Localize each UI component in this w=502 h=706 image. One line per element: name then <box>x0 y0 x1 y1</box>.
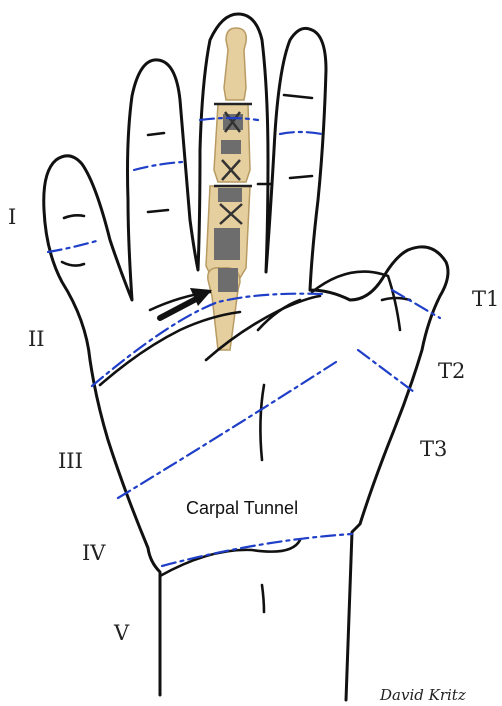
distal-phalanx <box>224 28 246 100</box>
zone-label-thumb-t2: T2 <box>438 359 465 383</box>
zone-label-digit-iii: III <box>58 449 83 473</box>
carpal-tunnel-label: Carpal Tunnel <box>186 498 298 518</box>
zone-label-digit-ii: II <box>28 327 45 351</box>
zone-label-digit-i: I <box>8 205 16 229</box>
middle-finger-skeleton <box>206 28 252 350</box>
fixation-block <box>221 140 241 154</box>
fixation-block <box>218 188 242 202</box>
zone-label-digit-iv: IV <box>82 541 106 565</box>
artist-signature: David Kritz <box>379 686 466 704</box>
fixation-block <box>218 268 238 292</box>
fixation-block <box>214 228 240 260</box>
zone-label-digit-v: V <box>113 621 130 645</box>
zone-label-thumb-t3: T3 <box>420 437 447 461</box>
zone-label-thumb-t1: T1 <box>472 287 499 311</box>
